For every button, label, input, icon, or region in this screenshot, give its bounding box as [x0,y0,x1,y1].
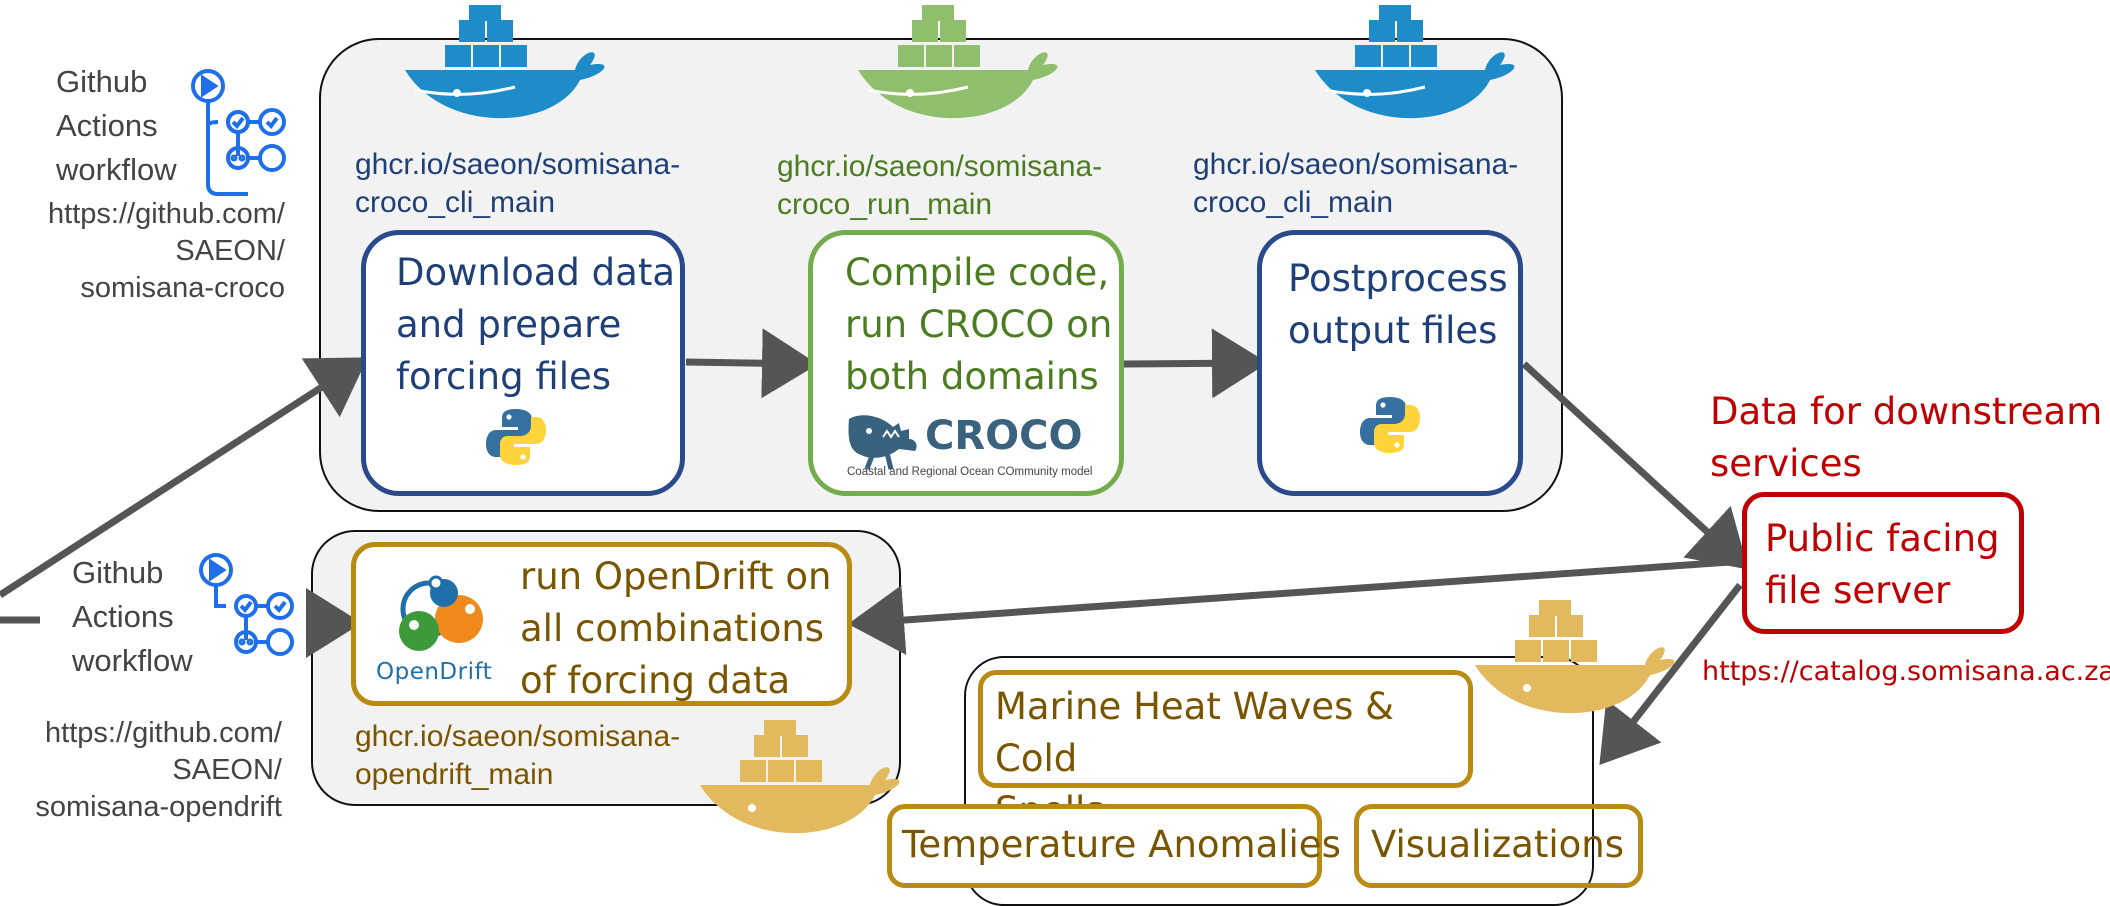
trigger-arrow [0,357,368,598]
repo-url-opendrift[interactable]: https://github.com/ SAEON/ somisana-open… [35,717,282,823]
file-server-box: Public facing file server [1742,492,2024,634]
github-actions-icon [199,553,294,656]
temperature-anomalies-box: Temperature Anomalies [887,804,1341,888]
server-url[interactable]: https://catalog.somisana.ac.za/ [1702,656,2110,687]
docker-image-name: ghcr.io/saeon/somisana- croco_run_main [777,150,1103,221]
docker-image-name: ghcr.io/saeon/somisana- croco_cli_main [355,148,681,219]
opendrift-box: OpenDrift run OpenDrift on all combinati… [351,542,852,706]
server-to-opendrift-arrow [848,558,1731,655]
docker-image-name: ghcr.io/saeon/somisana- opendrift_main [355,720,681,791]
repo-url-croco[interactable]: https://github.com/ SAEON/ somisana-croc… [48,198,285,304]
step-label: Download data and prepare forcing files [396,251,676,398]
postprocess-box: Postprocess output files [1257,230,1523,496]
croco-logo: CROCO Coastal and Regional Ocean COmmuni… [843,409,1105,483]
opendrift-logo: OpenDrift [374,561,512,691]
visualizations-box: Visualizations [1354,804,1643,888]
python-icon [476,397,556,477]
compile-run-croco-box: Compile code, run CROCO on both domains … [808,230,1124,496]
croco-logo-tagline: Coastal and Regional Ocean COmmunity mod… [847,466,1093,478]
download-data-box: Download data and prepare forcing files [361,230,685,496]
marine-heat-waves-box: Marine Heat Waves & Cold Spells [978,670,1473,832]
github-actions-label: Github Actions workflow [56,64,177,187]
postprocess-to-server-arrow [1521,361,1749,570]
server-label: Public facing file server [1765,517,2000,612]
product-label: Visualizations [1371,823,1624,866]
github-actions-label: Github Actions workflow [72,555,193,678]
docker-icon [858,5,1058,119]
opendrift-logo-text: OpenDrift [376,659,493,685]
docker-image-name: ghcr.io/saeon/somisana- croco_cli_main [1193,148,1519,219]
product-label: Temperature Anomalies [902,823,1341,866]
server-to-products-arrow [1599,582,1743,766]
docker-icon [1315,5,1515,119]
step-label: Compile code, run CROCO on both domains [845,251,1113,398]
docker-icon [405,5,605,119]
download-to-compile-arrow [685,328,818,399]
step-label: Postprocess output files [1288,257,1508,352]
downstream-heading: Data for downstream services [1710,390,2103,485]
python-icon [1350,385,1430,465]
step-label: run OpenDrift on all combinations of for… [520,555,832,702]
github-actions-icon [191,69,286,196]
compile-to-postprocess-arrow [1123,328,1268,399]
docker-icon [700,720,900,834]
docker-icon [1475,600,1675,714]
croco-logo-name: CROCO [925,413,1083,459]
